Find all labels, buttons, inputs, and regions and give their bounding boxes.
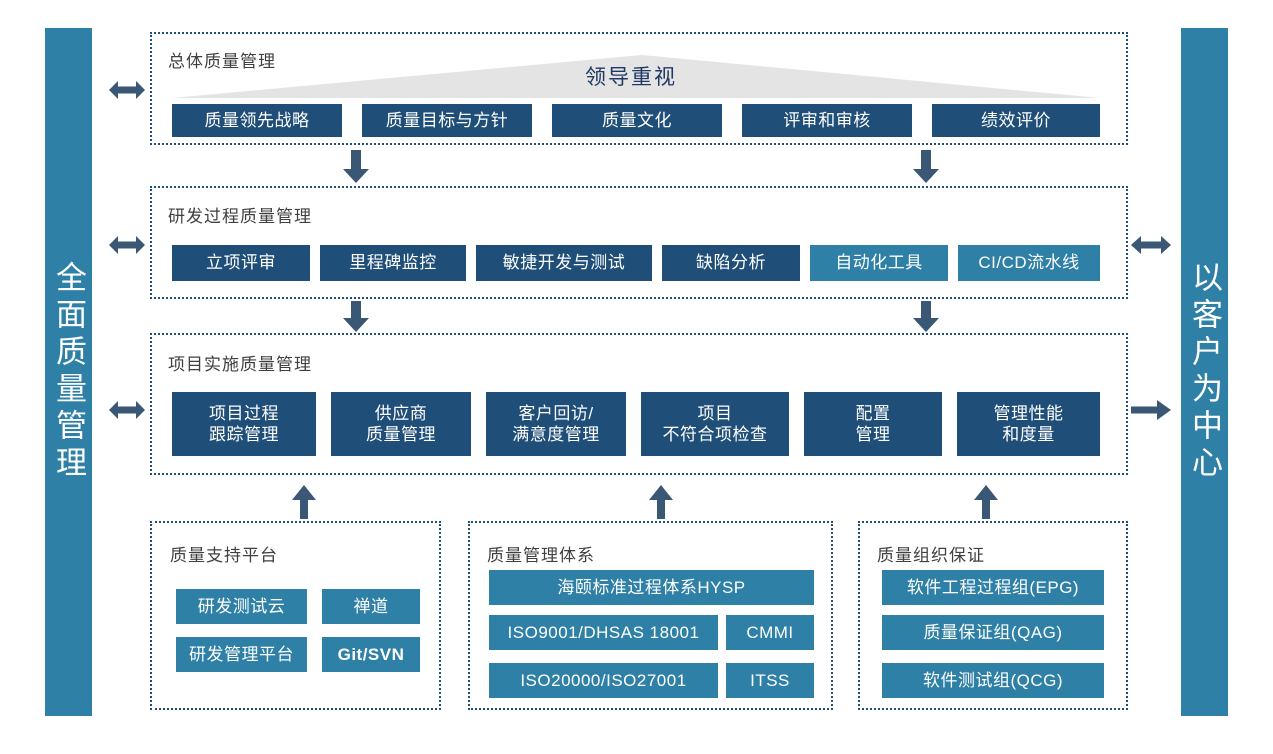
up-arrow-system-to-project-icon xyxy=(649,485,673,519)
chip-rd-test-cloud[interactable]: 研发测试云 xyxy=(176,589,307,624)
panel-title-quality-support-platform: 质量支持平台 xyxy=(170,546,278,565)
sidebar-left-total-quality-management: 全面质量管理 xyxy=(45,28,92,716)
chip-supplier-quality-management[interactable]: 供应商 质量管理 xyxy=(331,392,471,456)
leadership-banner-label: 领导重视 xyxy=(585,66,677,89)
down-arrow-overall-to-rd-left-icon xyxy=(343,150,369,183)
chip-quality-assurance-group[interactable]: 质量保证组(QAG) xyxy=(882,615,1104,650)
chip-customer-revisit-satisfaction[interactable]: 客户回访/ 满意度管理 xyxy=(486,392,626,456)
section-title-overall-quality-management: 总体质量管理 xyxy=(168,52,276,71)
chip-quality-leading-strategy[interactable]: 质量领先战略 xyxy=(172,104,342,137)
chip-git-svn[interactable]: Git/SVN xyxy=(322,637,420,672)
down-arrow-rd-to-project-right-icon xyxy=(913,301,939,332)
leadership-banner-triangle xyxy=(172,55,1100,98)
chip-milestone-monitoring[interactable]: 里程碑监控 xyxy=(320,245,466,281)
chip-project-initiation-review[interactable]: 立项评审 xyxy=(172,245,310,281)
chip-review-and-audit[interactable]: 评审和审核 xyxy=(742,104,912,137)
sidebar-right-customer-centric: 以客户为中心 xyxy=(1181,28,1228,716)
left-double-arrow-overall-icon xyxy=(109,78,145,102)
chip-performance-evaluation[interactable]: 绩效评价 xyxy=(932,104,1100,137)
chip-software-engineering-process-group[interactable]: 软件工程过程组(EPG) xyxy=(882,570,1104,605)
chip-iso9001-dhsas18001[interactable]: ISO9001/DHSAS 18001 xyxy=(489,615,718,650)
chip-itss[interactable]: ITSS xyxy=(726,663,814,698)
chip-project-process-tracking[interactable]: 项目过程 跟踪管理 xyxy=(172,392,316,456)
panel-title-quality-organization-assurance: 质量组织保证 xyxy=(877,546,985,565)
chip-software-test-group[interactable]: 软件测试组(QCG) xyxy=(882,663,1104,698)
chip-haiyi-standard-process-hysp[interactable]: 海颐标准过程体系HYSP xyxy=(489,570,814,605)
up-arrow-support-to-project-icon xyxy=(292,485,316,519)
chip-agile-dev-and-test[interactable]: 敏捷开发与测试 xyxy=(476,245,652,281)
chip-quality-goals-and-policy[interactable]: 质量目标与方针 xyxy=(362,104,532,137)
right-double-arrow-rd-icon xyxy=(1131,233,1171,257)
chip-iso20000-iso27001[interactable]: ISO20000/ISO27001 xyxy=(489,663,718,698)
panel-title-quality-management-system: 质量管理体系 xyxy=(487,546,595,565)
chip-quality-culture[interactable]: 质量文化 xyxy=(552,104,722,137)
up-arrow-organization-to-project-icon xyxy=(974,485,998,519)
left-double-arrow-project-icon xyxy=(109,398,145,422)
chip-management-performance-metrics[interactable]: 管理性能 和度量 xyxy=(957,392,1100,456)
section-title-project-delivery-quality-management: 项目实施质量管理 xyxy=(168,355,312,374)
chip-configuration-management[interactable]: 配置 管理 xyxy=(804,392,942,456)
chip-defect-analysis[interactable]: 缺陷分析 xyxy=(662,245,800,281)
chip-cmmi[interactable]: CMMI xyxy=(726,615,814,650)
down-arrow-rd-to-project-left-icon xyxy=(343,301,369,332)
chip-zentao[interactable]: 禅道 xyxy=(322,589,420,624)
chip-cicd-pipeline[interactable]: CI/CD流水线 xyxy=(958,245,1100,281)
chip-automation-tools[interactable]: 自动化工具 xyxy=(810,245,948,281)
chip-project-nonconformity-check[interactable]: 项目 不符合项检查 xyxy=(641,392,789,456)
section-title-rd-process-quality-management: 研发过程质量管理 xyxy=(168,207,312,226)
left-double-arrow-rd-icon xyxy=(109,233,145,257)
chip-rd-management-platform[interactable]: 研发管理平台 xyxy=(176,637,307,672)
down-arrow-overall-to-rd-right-icon xyxy=(913,150,939,183)
right-arrow-project-icon xyxy=(1131,398,1171,422)
